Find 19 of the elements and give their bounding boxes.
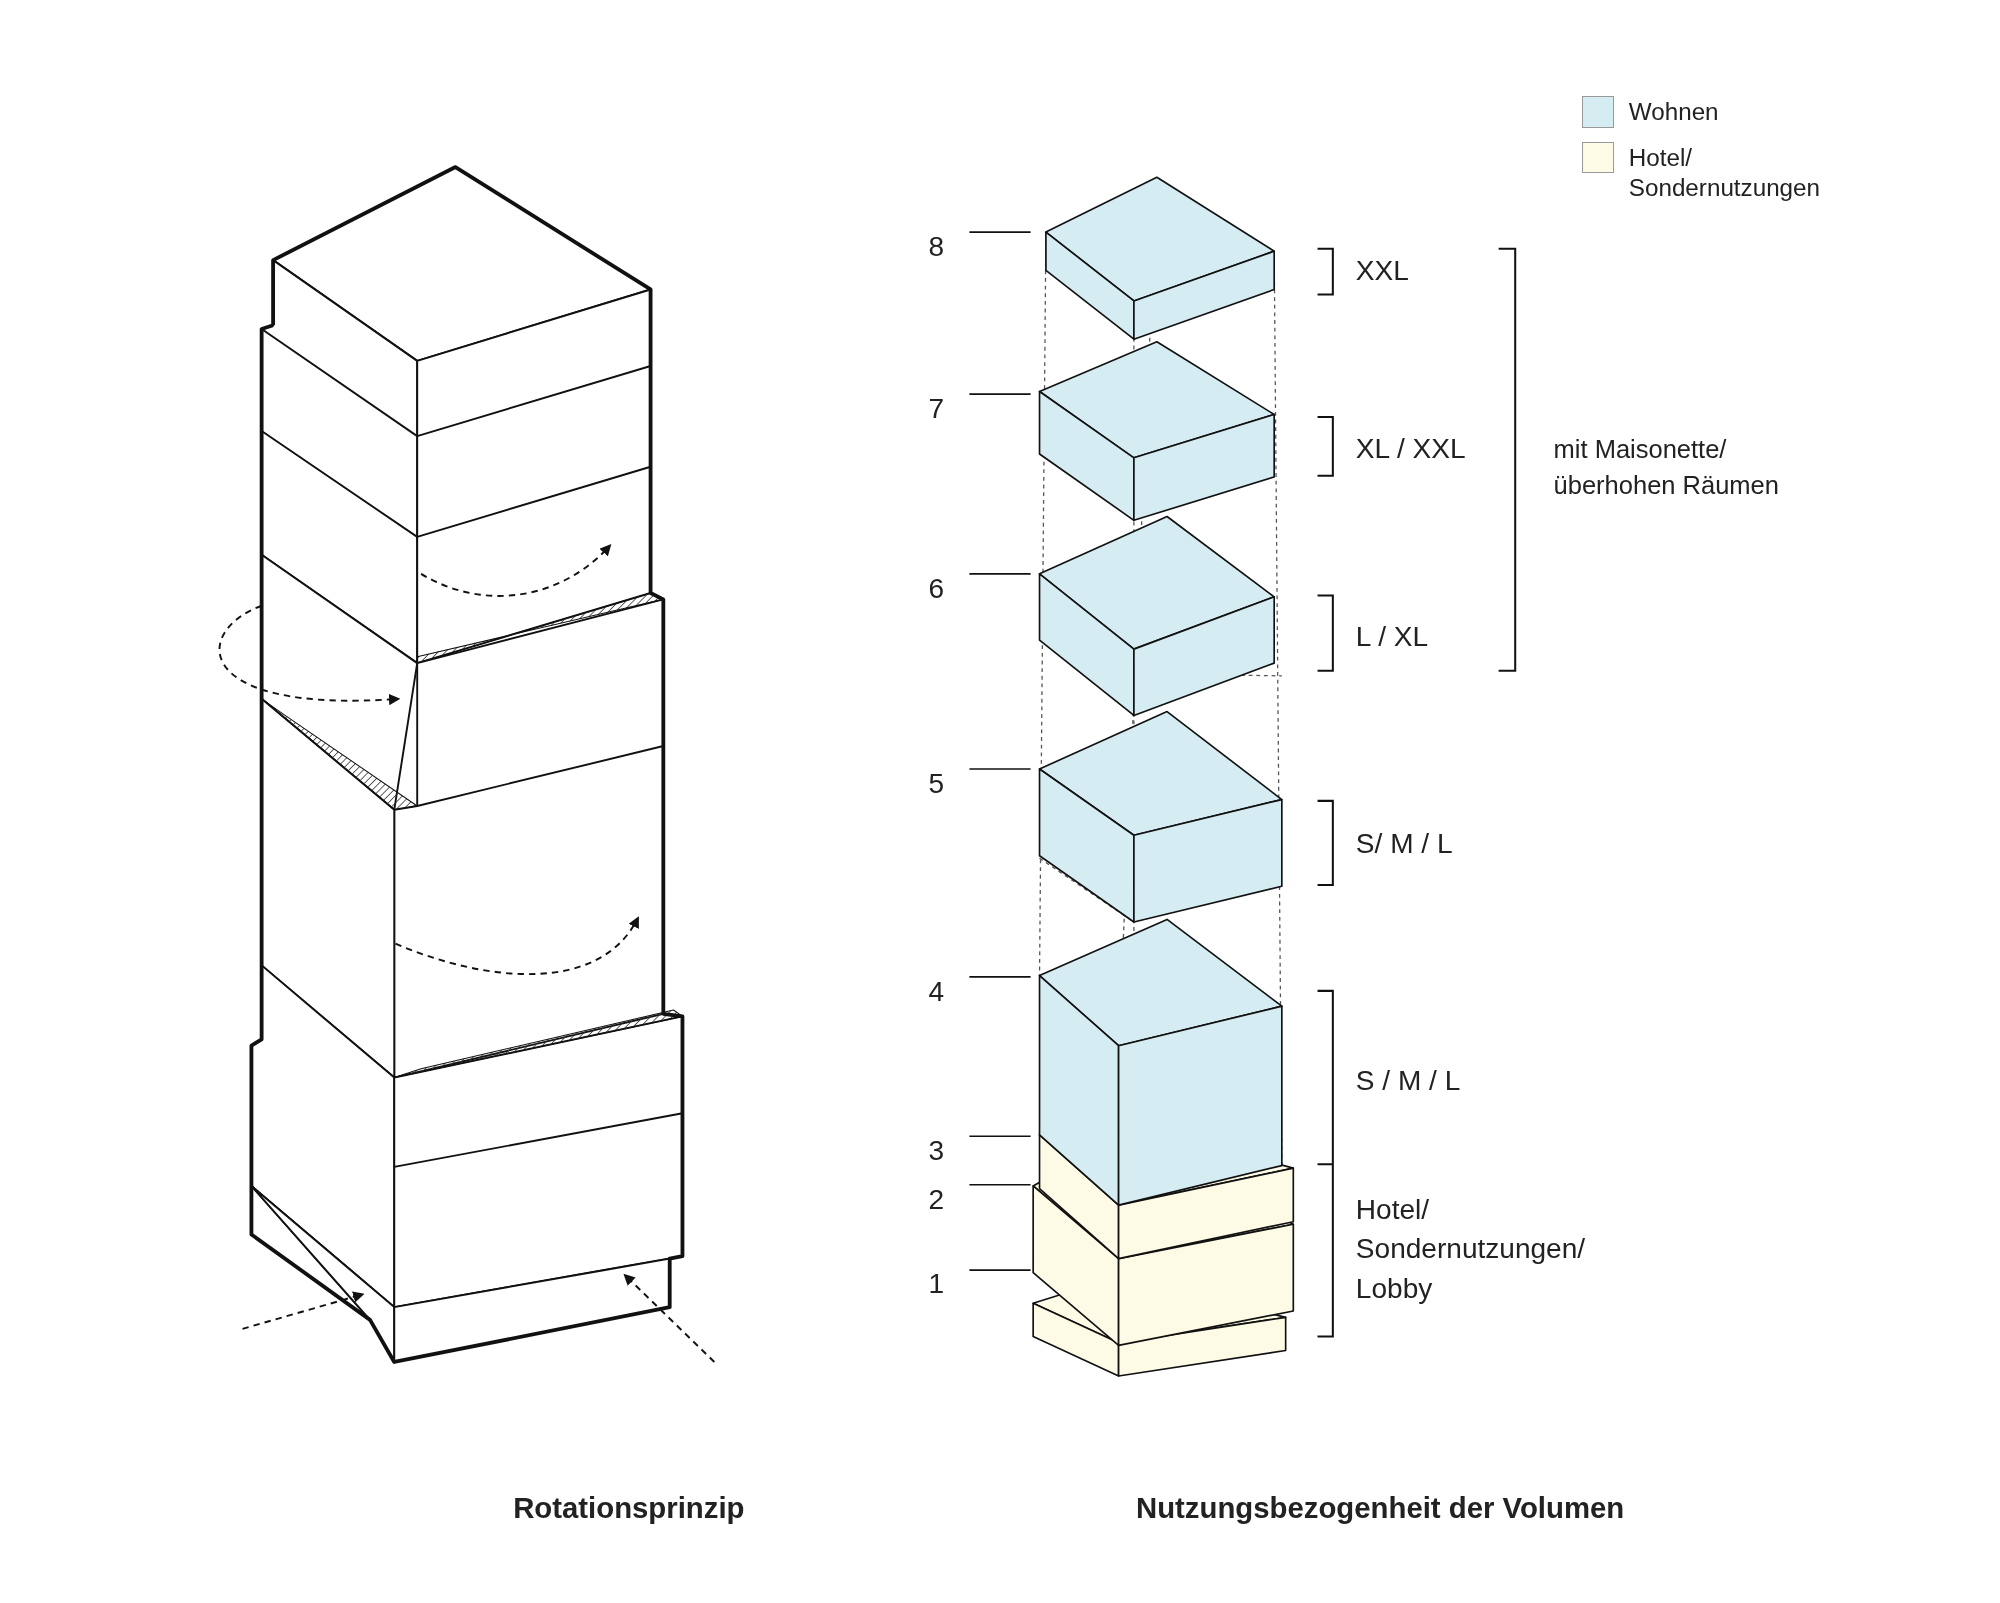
caption: Rotationsprinzip <box>513 1490 745 1527</box>
legend-label: Hotel/ Sondernutzungen <box>1628 142 1822 204</box>
callout-number: 1 <box>928 1267 945 1301</box>
callout-number: 5 <box>928 767 945 801</box>
caption: Nutzungsbezogenheit der Volumen <box>1135 1490 1625 1527</box>
note-text: mit Maisonette/ überhohen Räumen <box>1553 434 1780 502</box>
size-label: XL / XXL <box>1355 431 1466 466</box>
callout-number: 4 <box>928 974 945 1009</box>
legend-label: Wohnen <box>1628 96 1720 127</box>
callout-number: 2 <box>928 1182 945 1217</box>
callout-number: 7 <box>928 392 945 426</box>
callout-number: 3 <box>928 1134 945 1169</box>
size-label: L / XL <box>1355 620 1429 655</box>
callout-number: 6 <box>928 571 945 606</box>
size-label: S/ M / L <box>1355 826 1453 861</box>
use-label: Hotel/ Sondernutzungen/ Lobby <box>1355 1193 1587 1306</box>
size-label: XXL <box>1355 254 1409 289</box>
callout-number: 8 <box>928 230 945 265</box>
size-label: S / M / L <box>1355 1064 1461 1099</box>
